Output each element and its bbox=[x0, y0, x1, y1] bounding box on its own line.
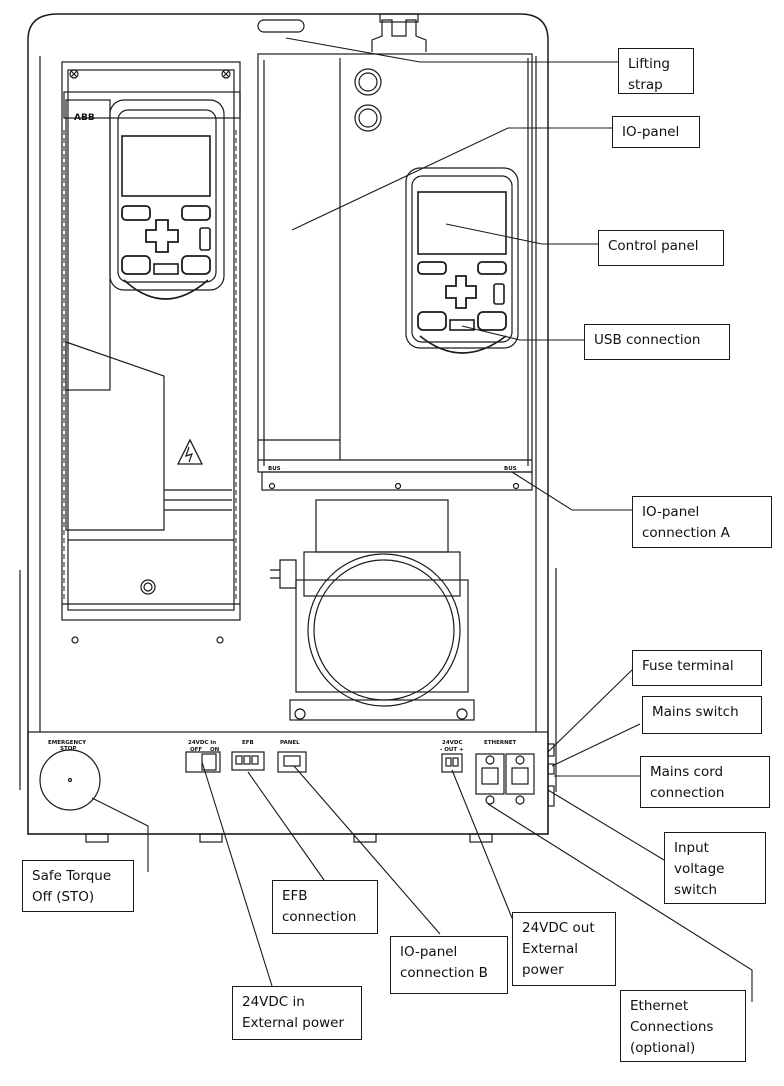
bus-left-label: BUS bbox=[268, 466, 281, 472]
leader-efb bbox=[247, 771, 325, 881]
io-panel-housing bbox=[257, 53, 533, 491]
on-label: ON bbox=[210, 747, 220, 753]
emergency-label: EMERGENCY bbox=[48, 740, 87, 746]
lifting-strap-clip bbox=[379, 13, 419, 23]
leader-lines bbox=[91, 37, 753, 1002]
lifting-strap-slot bbox=[257, 19, 305, 33]
callout-control-panel: Control panel bbox=[598, 230, 724, 266]
callout-ethernet-connections: Ethernet Connections (optional) bbox=[620, 990, 746, 1062]
leader-fuse-terminal bbox=[547, 669, 633, 753]
lifting-strap-bracket bbox=[371, 19, 427, 52]
callout-lifting-strap: Lifting strap bbox=[618, 48, 694, 94]
enclosure-outline bbox=[27, 13, 549, 835]
brand-logo: ABB bbox=[74, 113, 95, 123]
motor bbox=[270, 499, 475, 721]
control-panel-keypad bbox=[405, 167, 519, 354]
callout-usb-connection: USB connection bbox=[584, 324, 730, 360]
callout-fuse-terminal: Fuse terminal bbox=[632, 650, 762, 686]
bus-right-label: BUS bbox=[504, 466, 517, 472]
bottom-connection-strip bbox=[27, 731, 555, 835]
drive-vent-slots bbox=[63, 130, 237, 600]
leader-control-panel bbox=[445, 223, 600, 245]
in-24vdc-label: 24VDC in bbox=[188, 740, 216, 746]
leader-lifting-strap bbox=[285, 37, 620, 63]
drive-module bbox=[61, 61, 241, 621]
mount-hole-right bbox=[216, 636, 224, 644]
leader-ethernet bbox=[487, 803, 753, 1002]
callout-24vdc-out: 24VDC out External power bbox=[512, 912, 616, 986]
efb-label: EFB bbox=[242, 740, 254, 746]
leader-io-connection-a bbox=[511, 471, 636, 511]
off-label: OFF bbox=[190, 747, 202, 753]
callout-io-panel-connection-b: IO-panel connection B bbox=[390, 936, 508, 994]
panel-label: PANEL bbox=[280, 740, 300, 746]
callout-mains-switch: Mains switch bbox=[642, 696, 762, 734]
leader-io-panel bbox=[291, 127, 612, 231]
leader-24vdc-out bbox=[451, 769, 513, 919]
callout-io-panel: IO-panel bbox=[612, 116, 700, 148]
leader-input-voltage bbox=[547, 789, 665, 861]
callout-input-voltage-switch: Input voltage switch bbox=[664, 832, 766, 904]
leader-io-connection-b bbox=[293, 765, 441, 935]
callout-24vdc-in: 24VDC in External power bbox=[232, 986, 362, 1040]
callout-io-panel-connection-a: IO-panel connection A bbox=[632, 496, 772, 548]
out-24vdc-label: 24VDC bbox=[442, 740, 463, 746]
ethernet-label: ETHERNET bbox=[484, 740, 516, 746]
leader-usb bbox=[461, 325, 586, 341]
leader-sto bbox=[91, 797, 149, 872]
callout-mains-cord-connection: Mains cord connection bbox=[640, 756, 770, 808]
emergency-sub-label: STOP bbox=[60, 746, 76, 752]
leader-24vdc-in bbox=[201, 761, 273, 987]
enclosure-feet bbox=[85, 833, 493, 843]
leader-mains-switch bbox=[551, 723, 641, 767]
callout-safe-torque-off: Safe Torque Off (STO) bbox=[22, 860, 134, 912]
mount-hole-left bbox=[71, 636, 79, 644]
out-sub-label: - OUT + bbox=[440, 747, 464, 753]
callout-efb-connection: EFB connection bbox=[272, 880, 378, 934]
